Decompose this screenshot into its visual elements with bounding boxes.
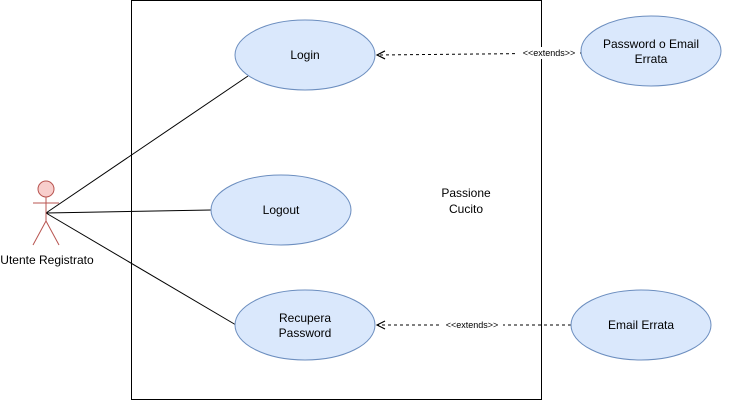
actor-left-leg [32,220,47,246]
system-name-line2: Cucito [449,202,483,216]
usecase-password-email-line2: Errata [635,52,668,66]
extends-label-1: <<extends>> [523,48,576,58]
usecase-recupera-label-line1: Recupera [279,311,331,325]
usecase-email-errata-label: Email Errata [608,318,674,332]
extends-line-1[interactable] [377,53,582,55]
association-logout[interactable] [45,209,212,214]
usecase-login-label: Login [290,48,319,62]
extends-label-bg-2 [441,319,503,331]
usecase-logout[interactable] [210,174,352,246]
extends-label-2: <<extends>> [446,320,499,330]
usecase-password-email-line1: Password o Email [603,37,699,51]
actor-utente-registrato[interactable] [32,180,60,246]
association-recupera[interactable] [45,212,237,326]
usecase-password-email-errata[interactable] [580,15,722,87]
usecase-recupera-label-line2: Password [279,326,332,340]
usecase-logout-label: Logout [263,203,300,217]
usecase-recupera-password[interactable] [234,289,376,361]
actor-right-leg [45,220,60,246]
system-name-line1: Passione [441,186,491,200]
association-login[interactable] [45,75,249,214]
usecase-email-errata[interactable] [570,289,712,361]
extends-label-bg-1 [518,47,580,59]
actor-head [37,180,55,198]
actor-label: Utente Registrato [0,253,94,267]
usecase-login[interactable] [234,19,376,91]
